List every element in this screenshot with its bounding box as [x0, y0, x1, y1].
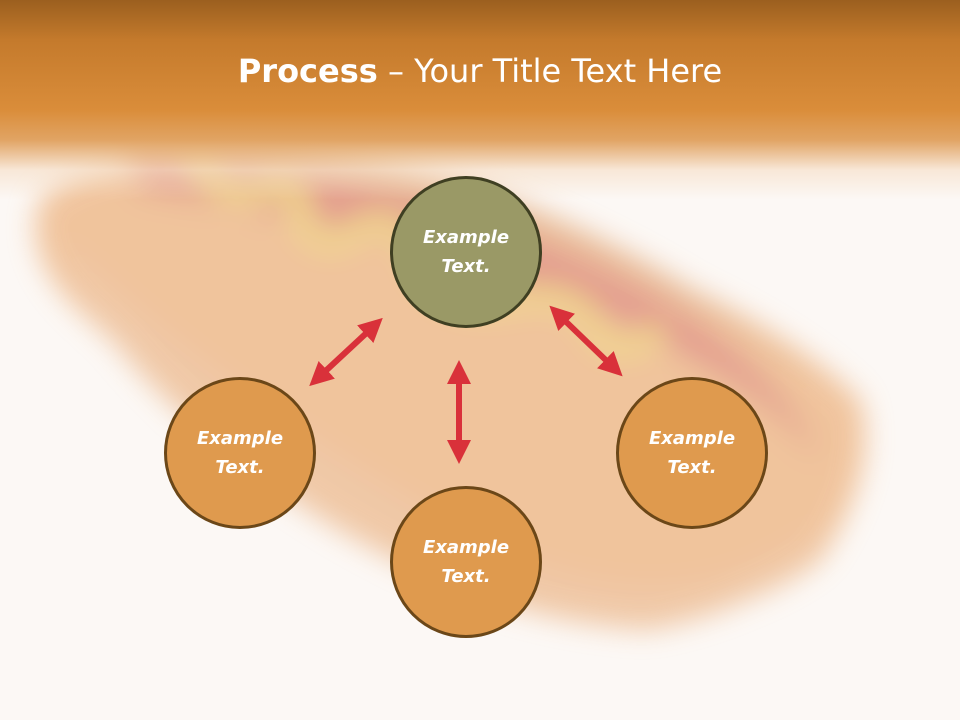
node-top-label: Example Text.	[422, 227, 510, 277]
title-bold: Process	[237, 52, 378, 90]
node-right-label: Example Text.	[648, 428, 736, 478]
slide-title: Process – Your Title Text Here	[0, 52, 960, 90]
node-top: Example Text.	[390, 176, 542, 328]
node-right: Example Text.	[616, 377, 768, 529]
arrow-top-right	[549, 305, 623, 377]
title-band	[0, 0, 960, 200]
node-left-label: Example Text.	[196, 428, 284, 478]
arrow-top-left	[309, 317, 383, 387]
node-left: Example Text.	[164, 377, 316, 529]
node-bottom: Example Text.	[390, 486, 542, 638]
title-rest: – Your Title Text Here	[377, 52, 723, 90]
node-bottom-label: Example Text.	[422, 537, 510, 587]
